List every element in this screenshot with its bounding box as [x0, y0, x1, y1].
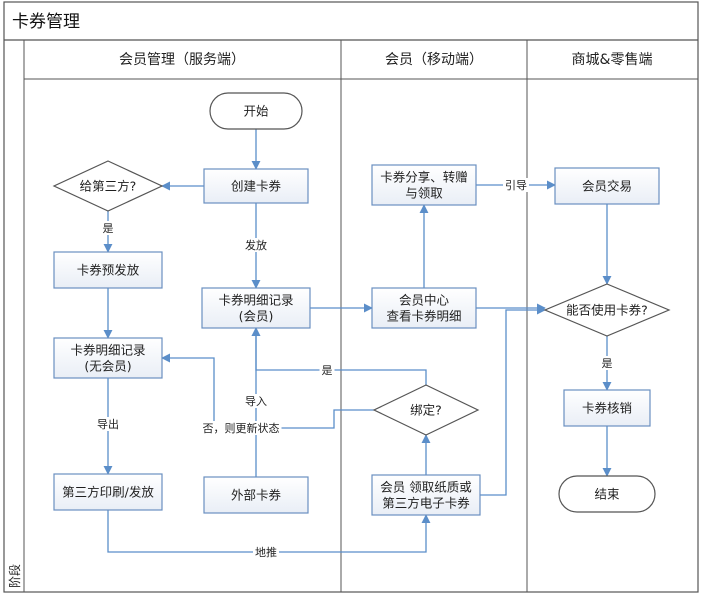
node-label-receive-0: 会员 领取纸质或	[380, 480, 472, 495]
node-label-external-0: 外部卡券	[231, 488, 282, 503]
node-external: 外部卡券	[203, 476, 309, 514]
node-label-member-center-0: 会员中心	[399, 293, 450, 308]
edge-label-yes-use: 是	[602, 357, 613, 370]
node-shape-share	[371, 164, 477, 206]
node-shape-pre-issue	[53, 251, 163, 289]
node-label-bind-0: 绑定?	[410, 403, 442, 418]
edge-label-bg-yes-use	[599, 356, 615, 370]
node-label-pre-issue-0: 卡券预发放	[77, 263, 140, 278]
edge-label-bg-issue	[243, 238, 269, 252]
node-label-detail-nonmember-0: 卡券明细记录	[70, 343, 145, 358]
node-shape-verify	[563, 389, 651, 427]
edge-label-guide: 引导	[505, 178, 527, 192]
node-detail-member: 卡券明细记录(会员)	[201, 287, 311, 329]
node-label-third-party-0: 给第三方?	[80, 179, 137, 194]
node-label-member-center-1: 查看卡券明细	[386, 309, 461, 324]
node-label-detail-member-1: (会员)	[239, 309, 274, 324]
node-bind: 绑定?	[372, 384, 480, 436]
node-detail-nonmember: 卡券明细记录(无会员)	[53, 337, 163, 379]
lane-header-member-management: 会员管理（服务端）	[119, 52, 245, 68]
lane-header-member-mobile: 会员（移动端）	[385, 52, 483, 68]
lane-header-mall-retail: 商城&零售端	[572, 52, 653, 68]
edge-label-yes-bind: 是	[322, 364, 333, 377]
node-shape-create	[203, 168, 309, 204]
node-shape-print-issue	[53, 473, 163, 511]
node-start: 开始	[209, 92, 303, 130]
node-label-detail-nonmember-1: (无会员)	[84, 359, 131, 374]
node-shape-detail-nonmember	[53, 337, 163, 379]
edge-label-no-update: 否，则更新状态	[203, 421, 280, 435]
edge-label-bg-yes-bind	[319, 363, 335, 377]
edge-label-bg-export	[95, 417, 121, 431]
node-label-detail-member-0: 卡券明细记录	[218, 293, 293, 308]
edge-label-import: 导入	[245, 395, 267, 408]
node-end: 结束	[558, 475, 656, 513]
node-label-end-0: 结束	[594, 487, 620, 502]
node-verify: 卡券核销	[563, 389, 651, 427]
node-shape-end	[558, 475, 656, 513]
node-label-receive-1: 第三方电子卡券	[382, 496, 470, 511]
node-label-share-0: 卡券分享、转赠	[380, 170, 468, 185]
node-shape-trade	[554, 167, 660, 205]
edge-label-yes-third: 是	[103, 222, 114, 235]
node-label-print-issue-0: 第三方印刷/发放	[62, 485, 154, 500]
node-shape-receive	[371, 474, 481, 516]
edge-label-bg-guide	[503, 178, 529, 192]
node-shape-external	[203, 476, 309, 514]
edge-bind-yes-member	[251, 327, 427, 385]
node-label-verify-0: 卡券核销	[582, 401, 632, 416]
node-create: 创建卡券	[203, 168, 309, 204]
node-label-create-0: 创建卡券	[231, 179, 282, 194]
node-shape-can-use	[543, 283, 671, 337]
node-label-trade-0: 会员交易	[582, 179, 632, 194]
edge-label-push: 地推	[255, 545, 277, 559]
node-shape-member-center	[371, 287, 477, 329]
nodes-layer: 开始创建卡券给第三方?卡券预发放卡券明细记录(会员)卡券明细记录(无会员)第三方…	[52, 92, 671, 516]
node-print-issue: 第三方印刷/发放	[53, 473, 163, 511]
edge-receive-canuse	[480, 305, 546, 496]
node-shape-detail-member	[201, 287, 311, 329]
node-trade: 会员交易	[554, 167, 660, 205]
edge-label-export: 导出	[97, 417, 119, 431]
edge-label-bg-import	[243, 394, 269, 408]
diagram-title: 卡券管理	[12, 12, 80, 32]
node-label-can-use-0: 能否使用卡券?	[566, 303, 648, 318]
edge-label-issue: 发放	[245, 238, 267, 252]
node-pre-issue: 卡券预发放	[53, 251, 163, 289]
node-label-share-1: 与领取	[405, 186, 443, 201]
node-third-party: 给第三方?	[52, 160, 164, 212]
edge-label-bg-no-update	[200, 421, 282, 435]
edge-label-bg-yes-third	[100, 221, 116, 235]
node-shape-bind	[372, 384, 480, 436]
edge-label-bg-push	[253, 545, 279, 559]
node-can-use: 能否使用卡券?	[543, 283, 671, 337]
node-label-start-0: 开始	[243, 104, 269, 119]
node-shape-third-party	[52, 160, 164, 212]
node-shape-start	[209, 92, 303, 130]
side-label: 阶段	[7, 564, 22, 588]
